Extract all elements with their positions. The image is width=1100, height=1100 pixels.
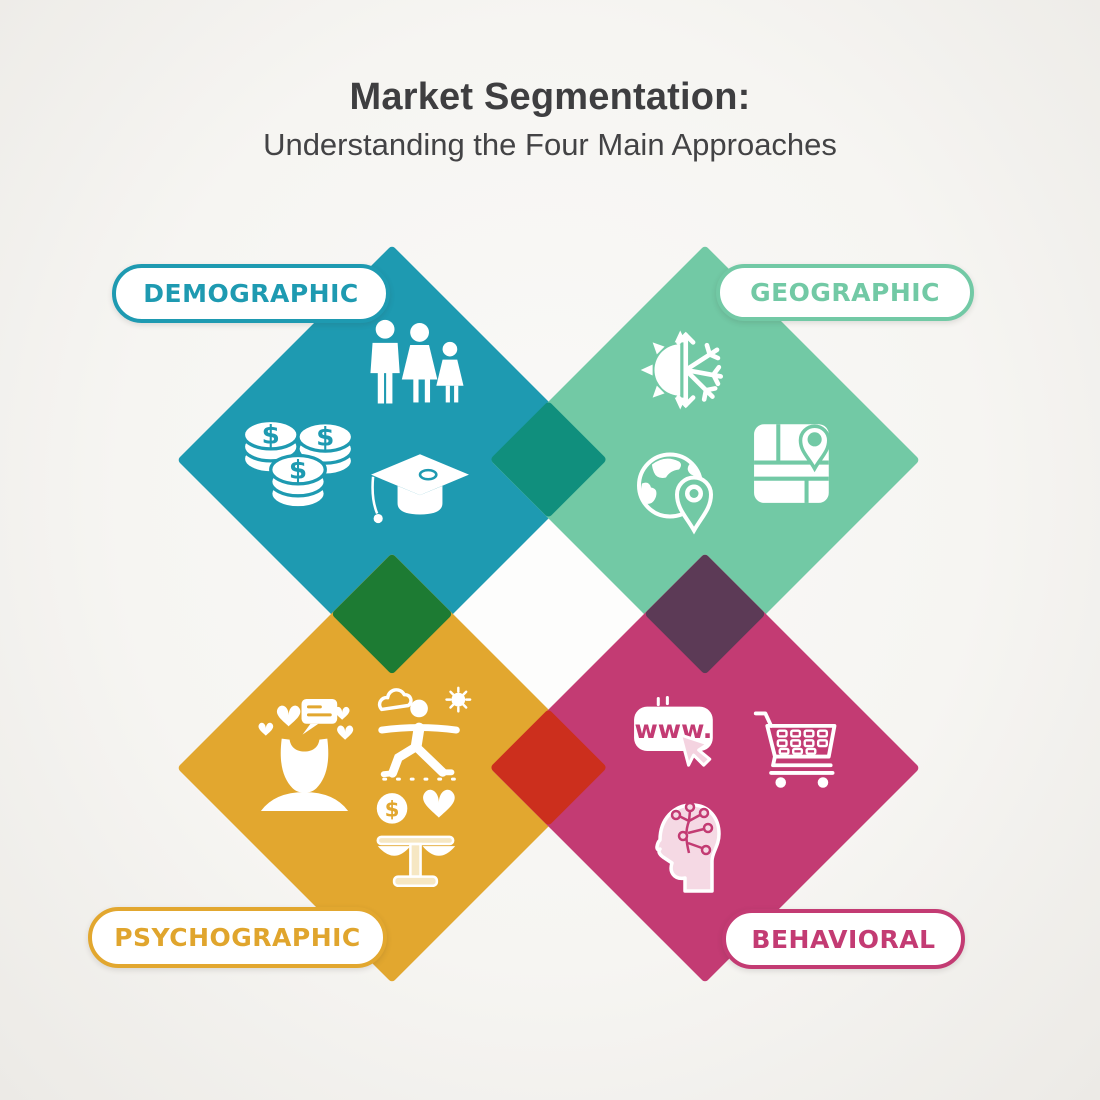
- shopping-cart-icon: [750, 697, 846, 797]
- www-cursor-icon: www.: [628, 694, 734, 796]
- values-balance-scale-icon: $: [362, 786, 472, 898]
- svg-text:$: $: [289, 455, 307, 485]
- globe-location-pin-icon: [628, 436, 728, 544]
- behavioral-label-pill: BEHAVIORAL: [722, 909, 965, 969]
- page-subtitle: Understanding the Four Main Approaches: [263, 127, 837, 162]
- demographic-label-pill: DEMOGRAPHIC: [112, 264, 390, 323]
- yoga-lifestyle-icon: [368, 681, 476, 785]
- brain-head-icon: [632, 790, 732, 902]
- svg-text:www.: www.: [634, 715, 712, 744]
- svg-text:$: $: [262, 420, 280, 450]
- family-icon: [360, 316, 475, 422]
- climate-sun-snowflake-icon: [630, 324, 736, 416]
- money-coins-icon: $ $ $: [238, 402, 358, 522]
- behavioral-label: BEHAVIORAL: [751, 924, 936, 954]
- header: Market Segmentation: Understanding the F…: [0, 76, 1100, 163]
- geographic-label: GEOGRAPHIC: [750, 278, 940, 307]
- map-location-pin-icon: [748, 404, 854, 510]
- psychographic-label-pill: PSYCHOGRAPHIC: [88, 907, 387, 968]
- demographic-label: DEMOGRAPHIC: [143, 279, 359, 308]
- personality-head-icon: [252, 697, 358, 811]
- svg-text:$: $: [316, 423, 334, 453]
- graduation-cap-icon: [362, 440, 478, 542]
- svg-text:$: $: [385, 798, 400, 823]
- psychographic-label: PSYCHOGRAPHIC: [114, 923, 361, 952]
- geographic-label-pill: GEOGRAPHIC: [716, 264, 974, 321]
- page-title: Market Segmentation:: [349, 76, 751, 118]
